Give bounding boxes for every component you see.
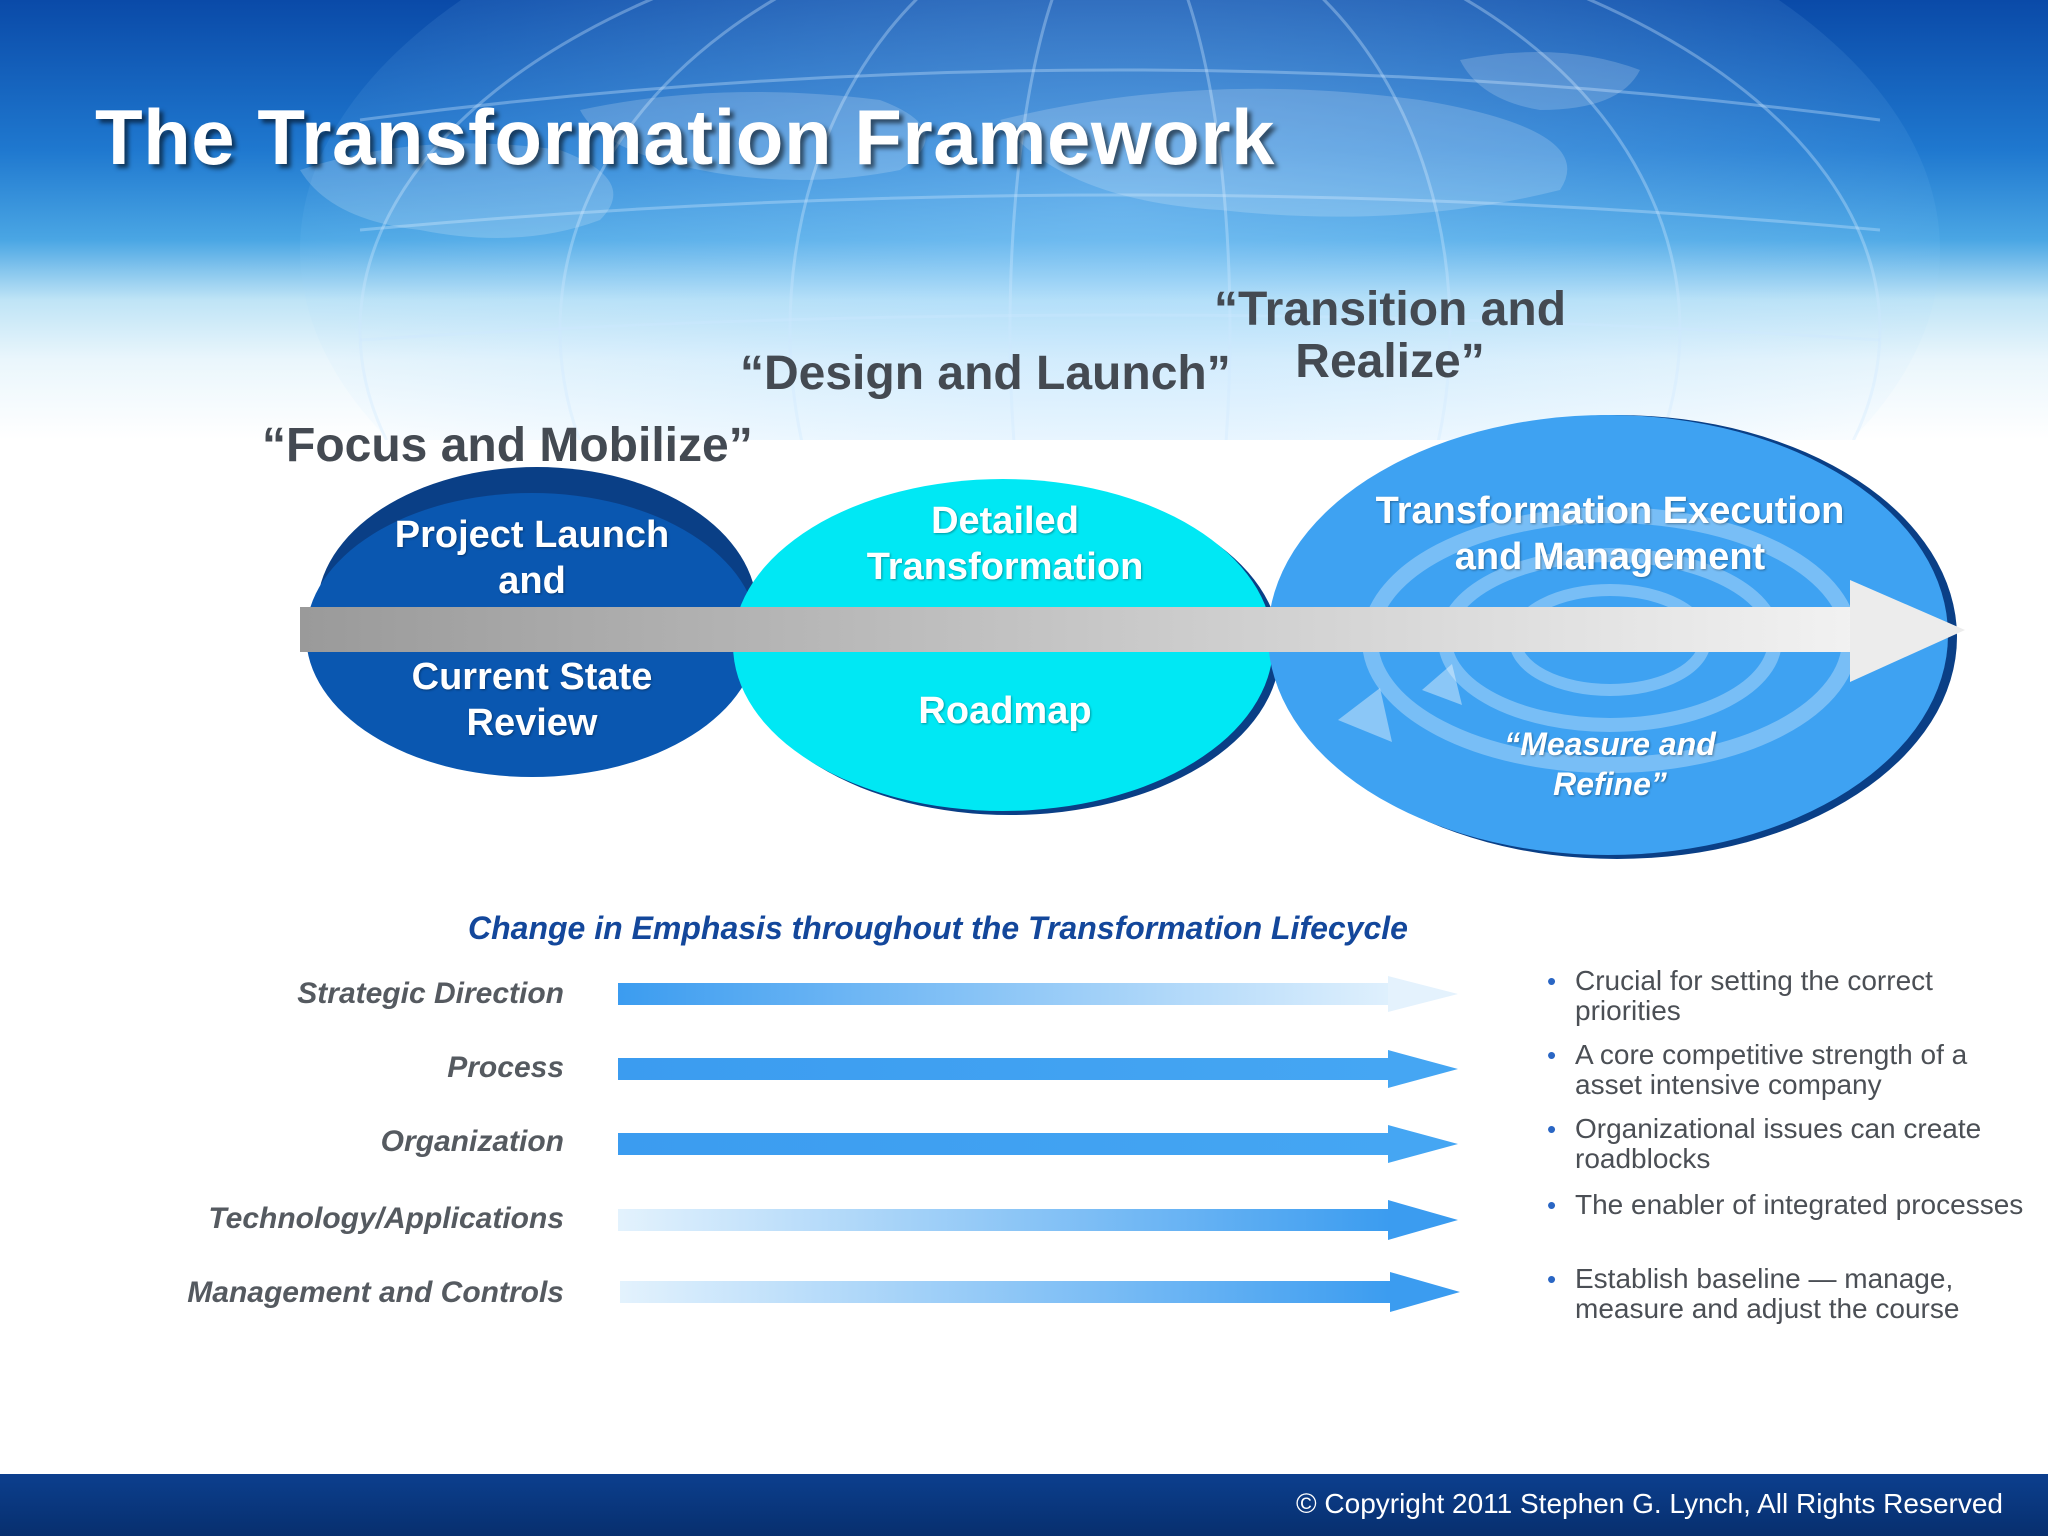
globe-graphic [300, 0, 1940, 440]
note-organization: • Organizational issues can create roadb… [1547, 1113, 1982, 1174]
phase-heading-focus-mobilize: “Focus and Mobilize” [262, 419, 753, 472]
phase-heading-transition-realize: “Transition and Realize” [1213, 283, 1567, 388]
row-label-organization: Organization [380, 1125, 564, 1158]
row-label-strategic-direction: Strategic Direction [297, 977, 564, 1010]
oval1-top-text: Project Launch and [394, 514, 670, 602]
emphasis-title: Change in Emphasis throughout the Transf… [468, 910, 1408, 946]
row-label-process: Process [447, 1051, 564, 1084]
arrow-technology-applications [618, 1200, 1458, 1240]
copyright-text: © Copyright 2011 Stephen G. Lynch, All R… [1295, 1488, 2003, 1519]
row-label-technology-applications: Technology/Applications [208, 1202, 564, 1235]
bullet-icon: • [1547, 1040, 1557, 1070]
oval2-bottom-text: Roadmap [918, 690, 1092, 732]
footer-bar: © Copyright 2011 Stephen G. Lynch, All R… [0, 1474, 2048, 1536]
header-banner: The Transformation Framework [0, 0, 2048, 440]
note-process: • A core competitive strength of a asset… [1547, 1039, 1968, 1100]
bullet-icon: • [1547, 1264, 1557, 1294]
arrow-strategic-direction [618, 976, 1458, 1012]
phase-heading-design-launch: “Design and Launch” [740, 347, 1231, 400]
arrow-organization [618, 1125, 1458, 1163]
oval3-top-text: Transformation Execution and Management [1375, 490, 1845, 578]
note-strategic-direction: • Crucial for setting the correct priori… [1547, 965, 1933, 1026]
oval3-bottom-text: “Measure and Refine” [1504, 726, 1716, 802]
framework-diagram [300, 415, 1965, 859]
row-label-management-controls: Management and Controls [187, 1276, 564, 1309]
arrow-management-controls [620, 1272, 1460, 1312]
cycle-arrowheads [1338, 664, 1462, 742]
bullet-icon: • [1547, 1190, 1557, 1220]
arrow-process [618, 1050, 1458, 1088]
bullet-icon: • [1547, 1114, 1557, 1144]
note-technology-applications: • The enabler of integrated processes [1547, 1189, 2024, 1221]
oval1-bottom-text: Current State Review [411, 656, 653, 744]
note-management-controls: • Establish baseline — manage, measure a… [1547, 1263, 1960, 1324]
lifecycle-arrow [300, 580, 1965, 682]
oval2-top-text: Detailed Transformation [866, 500, 1144, 588]
page-title: The Transformation Framework [95, 93, 1275, 181]
bullet-icon: • [1547, 966, 1557, 996]
